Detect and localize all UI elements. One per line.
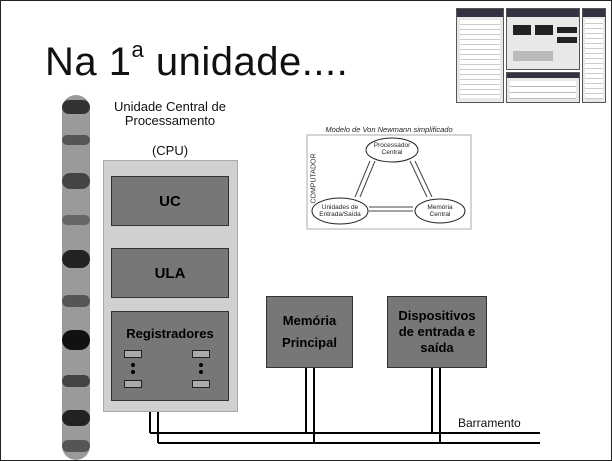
ellipsis-dot	[199, 370, 203, 374]
ellipsis-dot	[131, 363, 135, 367]
simulator-screenshot	[456, 8, 606, 103]
bus-label: Barramento	[458, 416, 521, 430]
von-neumann-diagram: Modelo de Von Newmann simplificado COMPU…	[305, 125, 473, 230]
register-cell	[124, 350, 142, 358]
ellipsis-dot	[131, 370, 135, 374]
cpu-abbreviation: (CPU)	[151, 143, 189, 158]
cpu-heading: Unidade Central de Processamento	[113, 99, 227, 128]
io-devices-box: Dispositivos de entrada e saída	[387, 296, 487, 368]
ula-box: ULA	[111, 248, 229, 298]
slide-title: Na 1a unidade....	[45, 36, 349, 84]
register-cell	[192, 350, 210, 358]
main-memory-box: Memória Principal	[266, 296, 353, 368]
decorative-stripe	[62, 95, 90, 460]
register-cell	[124, 380, 142, 388]
stripe-bands	[60, 95, 92, 460]
von-neumann-title: Modelo de Von Newmann simplificado	[325, 125, 453, 134]
uc-box: UC	[111, 176, 229, 226]
register-cell	[192, 380, 210, 388]
computer-side-label: COMPUTADOR	[310, 153, 318, 204]
ellipsis-dot	[199, 363, 203, 367]
